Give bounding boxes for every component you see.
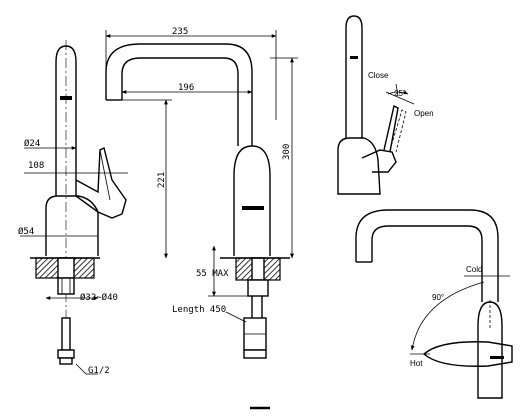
side-shank <box>247 279 269 297</box>
top-rotation-arc <box>410 281 485 351</box>
top-spout-outer <box>355 209 499 302</box>
side-dim-overall-height: 300 <box>282 144 292 160</box>
detail-open-label: Open <box>414 109 434 118</box>
detail-handle-base <box>361 149 397 173</box>
side-view <box>105 30 298 359</box>
side-body <box>233 145 271 256</box>
top-spout-inner <box>371 225 483 302</box>
front-hose <box>61 317 71 351</box>
detail-close-label: Close <box>368 71 389 80</box>
detail-handle-open <box>389 109 407 153</box>
front-handle <box>75 146 127 219</box>
side-dim-deck-thickness: 55 MAX <box>196 269 229 279</box>
front-dim-spout-diameter: Ø24 <box>24 138 40 149</box>
front-handle-edge <box>99 149 111 201</box>
side-spout-outer <box>105 43 253 146</box>
front-shank <box>57 277 75 295</box>
side-dim-spout-reach: 196 <box>178 83 194 93</box>
front-dim-body-diameter: Ø54 <box>18 226 34 237</box>
handle-detail <box>337 15 415 195</box>
top-rotation-angle: 90° <box>432 293 444 302</box>
detail-body <box>337 137 381 195</box>
side-dim-reach: 235 <box>172 27 188 37</box>
front-deck-hole <box>57 257 75 279</box>
top-hot-label: Hot <box>410 359 423 368</box>
side-dim-hose-length: Length 450 <box>172 305 226 315</box>
top-handle <box>422 341 513 367</box>
front-dim-handle-height: 108 <box>28 161 44 171</box>
side-dim-spout-height: 221 <box>157 172 167 188</box>
top-detail <box>355 209 513 399</box>
detail-handle-close <box>383 104 399 153</box>
side-spout-inner <box>121 57 239 146</box>
top-cold-label: Cold <box>466 265 482 274</box>
front-hose-nut <box>57 349 75 359</box>
front-dim-hole-diameter: Ø32~Ø40 <box>80 292 118 303</box>
detail-tilt-angle: 25° <box>394 89 406 98</box>
front-dim-connection: G1/2 <box>88 366 110 376</box>
front-view <box>20 40 128 375</box>
front-logo-mark <box>60 96 72 100</box>
detail-spout-column <box>345 15 363 138</box>
side-logo-mark <box>242 206 264 210</box>
front-body <box>45 195 99 256</box>
